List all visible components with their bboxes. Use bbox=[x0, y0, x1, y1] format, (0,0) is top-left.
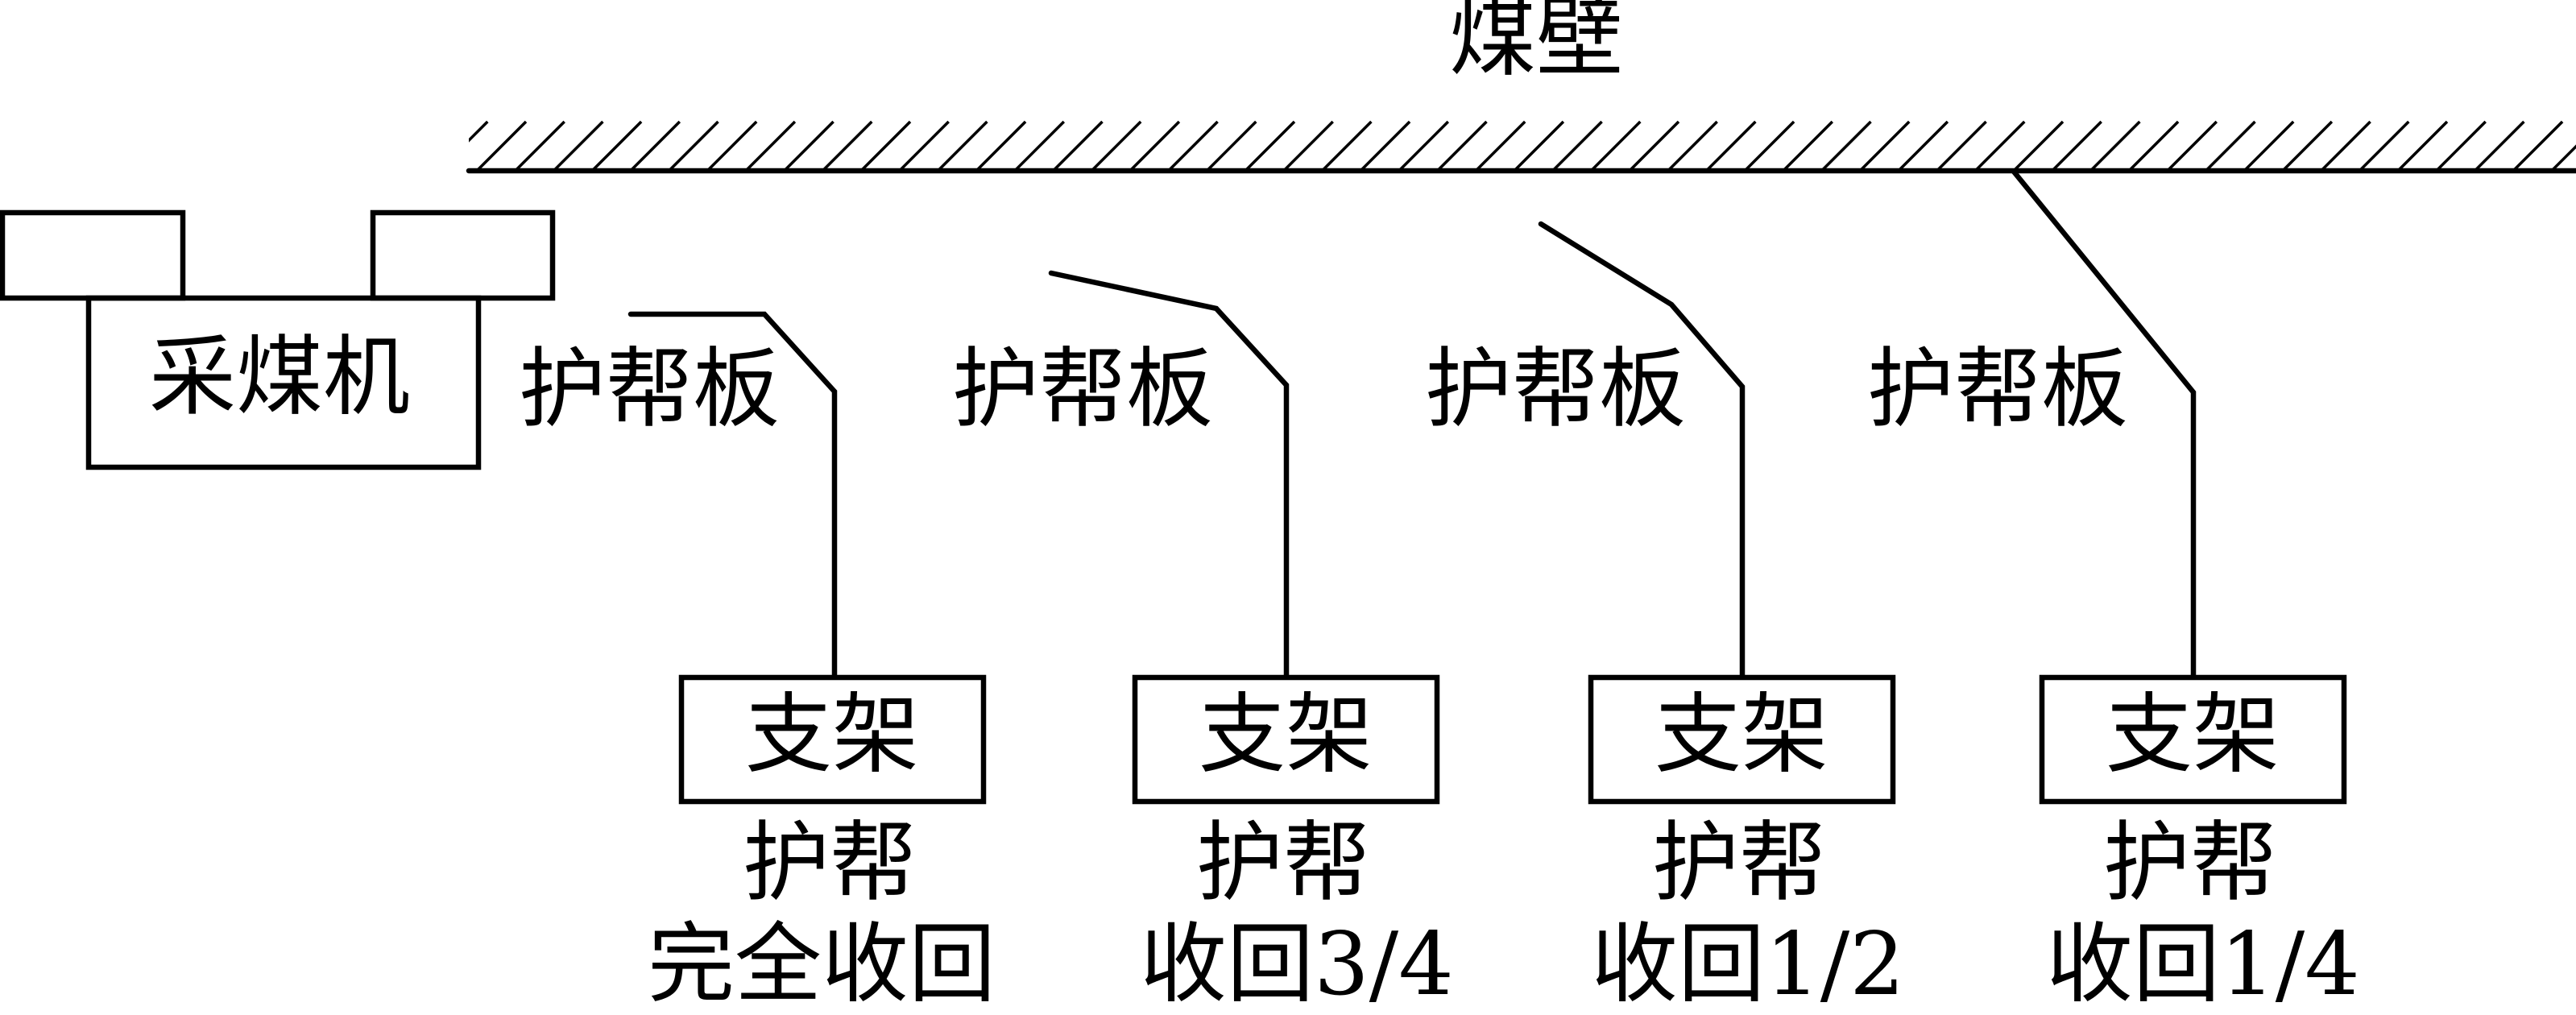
hatch-line bbox=[898, 120, 950, 172]
hatch-line bbox=[1782, 120, 1834, 172]
support-box-1 bbox=[678, 674, 987, 805]
hatch-line bbox=[475, 120, 528, 172]
hatch-line bbox=[1090, 120, 1142, 172]
hatch-line bbox=[1936, 120, 1987, 172]
hatch-line bbox=[2396, 120, 2449, 172]
hatch-line bbox=[2435, 120, 2487, 172]
hatch-line bbox=[1206, 120, 1257, 172]
hatch-line bbox=[1820, 120, 1872, 172]
hatch-line bbox=[2320, 120, 2371, 172]
side-plate-label-3: 护帮板 bbox=[1424, 339, 1687, 440]
plate-state-line2-1: 完全收回 bbox=[647, 914, 996, 1015]
hatch-line bbox=[2205, 120, 2256, 172]
side-plate-label-1: 护帮板 bbox=[518, 339, 781, 440]
hatch-line bbox=[1590, 120, 1642, 172]
support-box-4 bbox=[2039, 674, 2347, 805]
plate-state-line1-1: 护帮 bbox=[742, 813, 917, 914]
side-plate-label-4: 护帮板 bbox=[1866, 339, 2129, 440]
support-label-1: 支架 bbox=[744, 685, 920, 785]
coal-wall bbox=[466, 120, 2576, 174]
plate-state-line2-4: 收回1/4 bbox=[2046, 914, 2360, 1015]
shearer bbox=[0, 209, 556, 470]
hatch-line bbox=[1705, 120, 1757, 172]
hatch-line bbox=[1013, 120, 1066, 172]
hatch-line bbox=[975, 120, 1027, 172]
hatch-line bbox=[2512, 120, 2564, 172]
side-plate-2 bbox=[1048, 270, 1290, 678]
hatch-line bbox=[1474, 120, 1526, 172]
hatch-line bbox=[2051, 120, 2102, 172]
coal-wall-label: 煤壁 bbox=[1448, 0, 1624, 89]
plate-state-line2-2: 收回3/4 bbox=[1140, 914, 1454, 1015]
hatch-line bbox=[2089, 120, 2141, 172]
hatch-line bbox=[744, 120, 797, 172]
side-plate-3 bbox=[1538, 221, 1746, 678]
hatch-line bbox=[2127, 120, 2180, 172]
support-box-2 bbox=[1132, 674, 1440, 805]
support-label-4: 支架 bbox=[2105, 685, 2280, 785]
hatch-line bbox=[1436, 120, 1488, 172]
hatch-line bbox=[1743, 120, 1795, 172]
hatch-line bbox=[2359, 120, 2410, 172]
hatch-line bbox=[2281, 120, 2334, 172]
hatch-line bbox=[1858, 120, 1911, 172]
plate-state-line1-4: 护帮 bbox=[2102, 813, 2278, 914]
hatch-line bbox=[2012, 120, 2065, 172]
plate-state-line1-3: 护帮 bbox=[1651, 813, 1827, 914]
shearer-drum-right bbox=[370, 209, 556, 301]
hatch-line bbox=[1551, 120, 1603, 172]
shearer-body bbox=[85, 295, 482, 470]
side-plate-1 bbox=[627, 311, 838, 678]
hatch-line bbox=[553, 120, 604, 172]
hatch-line bbox=[859, 120, 912, 172]
hatch-line bbox=[1167, 120, 1219, 172]
side-plate-label-2: 护帮板 bbox=[951, 339, 1214, 440]
side-plate-4 bbox=[2011, 168, 2197, 678]
hatch-line bbox=[706, 120, 758, 172]
hatch-line bbox=[1513, 120, 1565, 172]
hatch-line bbox=[2550, 144, 2576, 172]
hatch-line bbox=[469, 120, 489, 143]
hatch-line bbox=[1974, 120, 2026, 172]
hatch-line bbox=[1667, 120, 1718, 172]
hatch-line bbox=[1244, 120, 1296, 172]
hatch-line bbox=[1129, 120, 1181, 172]
hatch-line bbox=[1897, 120, 1949, 172]
hatch-line bbox=[2243, 120, 2295, 172]
support-label-3: 支架 bbox=[1654, 685, 1829, 785]
hatch-line bbox=[514, 120, 565, 172]
hatch-line bbox=[2474, 120, 2525, 172]
shearer-label: 采煤机 bbox=[148, 327, 411, 428]
hatch-line bbox=[1282, 120, 1334, 172]
hatch-line bbox=[668, 120, 719, 172]
hatch-line bbox=[783, 120, 835, 172]
plates bbox=[627, 168, 2197, 678]
support-label-2: 支架 bbox=[1198, 685, 1373, 785]
hatch-line bbox=[590, 120, 643, 172]
plate-state-line2-3: 收回1/2 bbox=[1591, 914, 1905, 1015]
hatch-line bbox=[1628, 120, 1680, 172]
hatch-line bbox=[1398, 120, 1450, 172]
hatch-line bbox=[1359, 120, 1411, 172]
support-box-3 bbox=[1588, 674, 1896, 805]
supports bbox=[678, 674, 2347, 805]
coal-wall-hatching bbox=[469, 120, 2576, 172]
hatch-line bbox=[629, 120, 681, 172]
plate-state-line1-2: 护帮 bbox=[1195, 813, 1371, 914]
hatch-line bbox=[822, 120, 873, 172]
hatch-line bbox=[937, 120, 988, 172]
shearer-drum-left bbox=[0, 209, 186, 301]
hatch-line bbox=[1321, 120, 1373, 172]
hatch-line bbox=[2166, 120, 2218, 172]
hatch-line bbox=[1052, 120, 1104, 172]
